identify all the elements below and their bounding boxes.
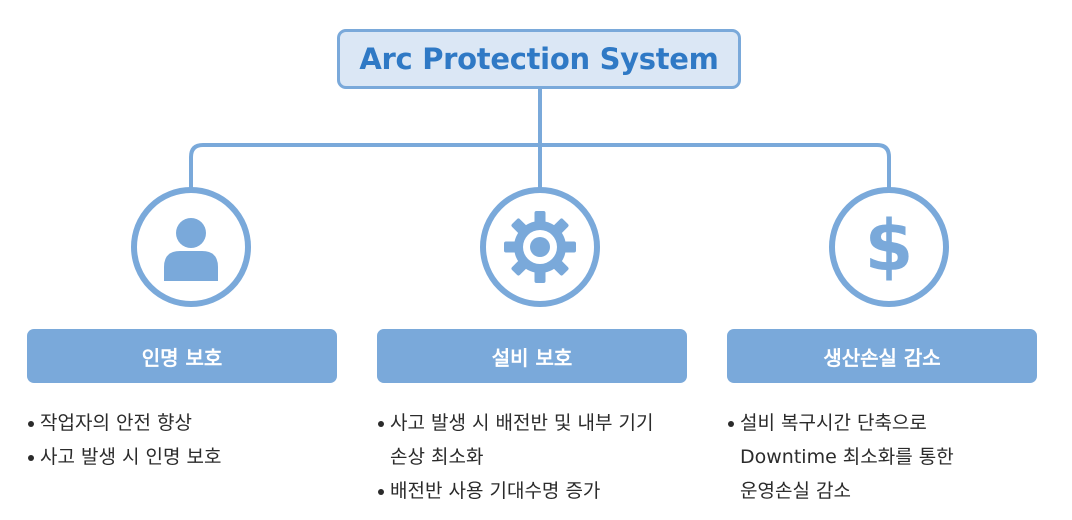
branch-label-dollar: 생산손실 감소 [727, 329, 1037, 383]
list-item-continuation: Downtime 최소화를 통한 [740, 446, 954, 468]
list-item-continuation: 운영손실 감소 [740, 480, 851, 502]
branch-bullets-person: 작업자의 안전 향상 사고 발생 시 인명 보호 [27, 406, 221, 474]
branch-bullets-dollar: 설비 복구시간 단축으로 Downtime 최소화를 통한 운영손실 감소 [727, 406, 954, 508]
branch-bullets-gear: 사고 발생 시 배전반 및 내부 기기 손상 최소화 배전반 사용 기대수명 증… [377, 406, 653, 508]
person-circle [131, 187, 251, 307]
diagram-title: Arc Protection System [337, 29, 741, 89]
gear-icon [504, 211, 576, 283]
person-icon [164, 218, 218, 281]
list-item: 사고 발생 시 배전반 및 내부 기기 [377, 406, 653, 440]
list-item: 설비 복구시간 단축으로 [727, 406, 954, 440]
gear-circle [480, 187, 600, 307]
list-item: 배전반 사용 기대수명 증가 [377, 474, 653, 508]
branch-label-person: 인명 보호 [27, 329, 337, 383]
dollar-circle: $ [829, 187, 949, 307]
dollar-icon: $ [865, 205, 914, 287]
svg-text:$: $ [865, 205, 914, 287]
list-item-continuation: 손상 최소화 [390, 446, 484, 468]
branch-label-gear: 설비 보호 [377, 329, 687, 383]
list-item: 사고 발생 시 인명 보호 [27, 440, 221, 474]
list-item: 작업자의 안전 향상 [27, 406, 221, 440]
